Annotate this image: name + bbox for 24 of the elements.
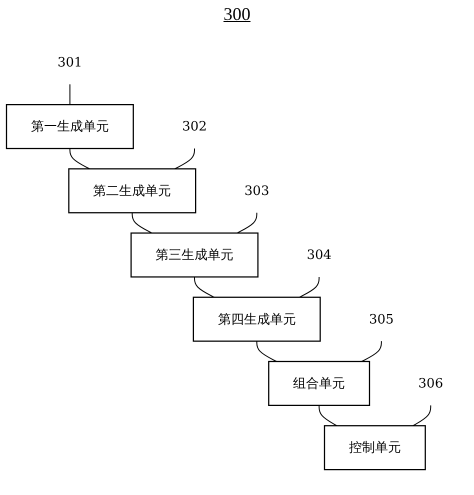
connector: [194, 276, 215, 298]
node-box: 组合单元: [268, 360, 370, 406]
figure-number: 300: [224, 4, 250, 24]
connector: [412, 404, 432, 426]
node-box: 第二生成单元: [68, 168, 196, 214]
node-text: 303: [244, 182, 270, 198]
node-text: 306: [418, 375, 444, 391]
connector: [69, 148, 90, 170]
connector: [69, 84, 70, 106]
node-text: 305: [368, 311, 394, 327]
connector: [298, 276, 320, 298]
connector: [174, 148, 195, 170]
node-text: 302: [182, 118, 207, 134]
connector: [361, 340, 382, 362]
connector: [256, 340, 277, 362]
connector: [236, 212, 258, 234]
node-box: 第一生成单元: [6, 104, 134, 150]
node-box: 第四生成单元: [192, 296, 321, 342]
node-text: 304: [306, 246, 332, 262]
node-box: 控制单元: [324, 425, 426, 470]
connector: [318, 404, 338, 426]
node-box: 第三生成单元: [130, 232, 259, 278]
connector: [132, 212, 152, 234]
node-text: 301: [57, 54, 82, 70]
